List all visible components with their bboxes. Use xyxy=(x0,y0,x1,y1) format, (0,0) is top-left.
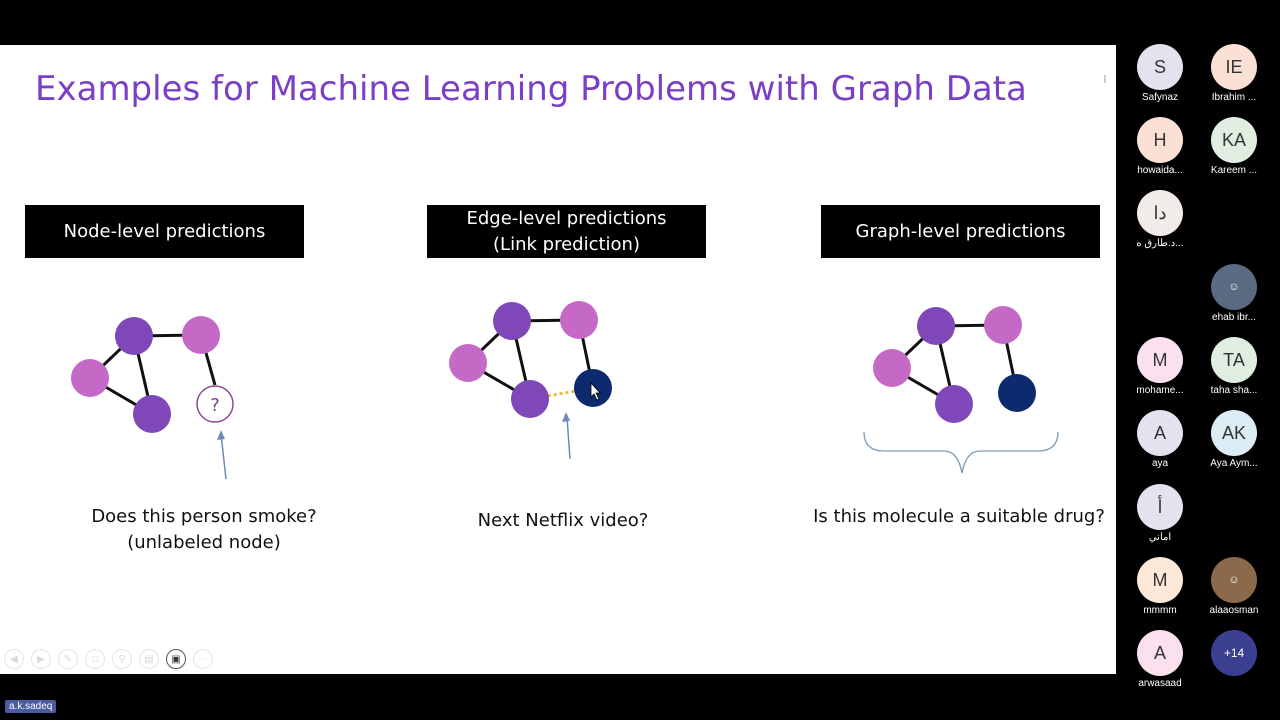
avatar: A xyxy=(1137,410,1183,456)
caption-line: (unlabeled node) xyxy=(54,530,354,556)
caption-line: Is this molecule a suitable drug? xyxy=(804,504,1114,530)
more-participants-button[interactable]: +14 xyxy=(1194,630,1274,676)
participant-tile[interactable]: ☺ alaaosman xyxy=(1194,557,1274,616)
participant-name: mmmm xyxy=(1120,605,1200,616)
pointer-arrow xyxy=(221,434,226,479)
copy-icon[interactable]: □ xyxy=(85,649,105,669)
graph-level-graph xyxy=(864,306,1058,473)
slide-scroll-indicator xyxy=(1104,75,1106,83)
curly-brace xyxy=(864,432,1058,473)
avatar: M xyxy=(1137,557,1183,603)
avatar: دا xyxy=(1137,190,1183,236)
avatar: AK xyxy=(1211,410,1257,456)
participant-name: د.طارق ه... xyxy=(1120,238,1200,249)
participant-name: howaida... xyxy=(1120,165,1200,176)
participant-name: alaaosman xyxy=(1194,605,1274,616)
speaker-name-badge: a.k.sadeq xyxy=(5,700,56,713)
graph-node xyxy=(493,302,531,340)
participant-tile[interactable]: دا د.طارق ه... xyxy=(1120,190,1200,249)
more-count: +14 xyxy=(1211,630,1257,676)
graph-node xyxy=(449,344,487,382)
avatar: S xyxy=(1137,44,1183,90)
participant-tile[interactable]: IE Ibrahim ... xyxy=(1194,44,1274,103)
graph-node xyxy=(182,316,220,354)
node-level-caption: Does this person smoke? (unlabeled node) xyxy=(54,504,354,556)
camera-icon[interactable]: ▣ xyxy=(166,649,186,669)
slide: Examples for Machine Learning Problems w… xyxy=(0,45,1116,674)
participant-tile[interactable]: A arwasaad xyxy=(1120,630,1200,689)
graph-node xyxy=(917,307,955,345)
participant-tile[interactable]: H howaida... xyxy=(1120,117,1200,176)
participant-tile[interactable]: KA Kareem ... xyxy=(1194,117,1274,176)
graph-level-caption: Is this molecule a suitable drug? xyxy=(804,504,1114,530)
graph-node xyxy=(560,301,598,339)
graph-node xyxy=(71,359,109,397)
avatar: M xyxy=(1137,337,1183,383)
edge-level-caption: Next Netflix video? xyxy=(413,508,713,534)
graph-node xyxy=(935,385,973,423)
participant-name: mohame... xyxy=(1120,385,1200,396)
graph-node xyxy=(115,317,153,355)
caption-line: Next Netflix video? xyxy=(413,508,713,534)
graph-node xyxy=(133,395,171,433)
graph-node xyxy=(984,306,1022,344)
edge-level-graph xyxy=(449,301,612,459)
pen-icon[interactable]: ✎ xyxy=(58,649,78,669)
caption-line: Does this person smoke? xyxy=(54,504,354,530)
participant-tile[interactable]: M mmmm xyxy=(1120,557,1200,616)
participant-name: Safynaz xyxy=(1120,92,1200,103)
avatar: A xyxy=(1137,630,1183,676)
participant-tile[interactable]: ☺ ehab ibr... xyxy=(1194,264,1274,323)
participant-name: Aya Aym... xyxy=(1194,458,1274,469)
avatar: IE xyxy=(1211,44,1257,90)
pointer-arrowhead xyxy=(562,412,570,422)
participant-name: taha sha... xyxy=(1194,385,1274,396)
participant-name: aya xyxy=(1120,458,1200,469)
avatar: KA xyxy=(1211,117,1257,163)
graph-node xyxy=(998,374,1036,412)
pointer-arrowhead xyxy=(217,430,225,440)
avatar-photo: ☺ xyxy=(1211,557,1257,603)
unknown-node-label: ? xyxy=(210,395,220,416)
avatar: أ xyxy=(1137,484,1183,530)
participant-name: ehab ibr... xyxy=(1194,312,1274,323)
participant-tile[interactable]: A aya xyxy=(1120,410,1200,469)
participant-name: Kareem ... xyxy=(1194,165,1274,176)
participant-name: أماني xyxy=(1120,532,1200,543)
avatar: H xyxy=(1137,117,1183,163)
avatar: TA xyxy=(1211,337,1257,383)
graph-node xyxy=(511,380,549,418)
participant-tile[interactable]: AK Aya Aym... xyxy=(1194,410,1274,469)
graph-illustrations: ? xyxy=(0,45,1116,674)
forward-icon[interactable]: ▶ xyxy=(31,649,51,669)
back-icon[interactable]: ◀ xyxy=(4,649,24,669)
slide-toolbar: ◀ ▶ ✎ □ ⚲ ▤ ▣ ⋯ xyxy=(4,649,213,669)
pointer-arrow xyxy=(567,417,570,459)
participant-tile[interactable]: أ أماني xyxy=(1120,484,1200,543)
avatar-photo: ☺ xyxy=(1211,264,1257,310)
node-level-graph: ? xyxy=(71,316,233,479)
participant-name: arwasaad xyxy=(1120,678,1200,689)
participant-panel: S Safynaz IE Ibrahim ... H howaida... KA… xyxy=(1116,0,1280,720)
graph-node xyxy=(873,349,911,387)
participant-tile[interactable]: M mohame... xyxy=(1120,337,1200,396)
subtitles-icon[interactable]: ▤ xyxy=(139,649,159,669)
zoom-icon[interactable]: ⚲ xyxy=(112,649,132,669)
participant-name: Ibrahim ... xyxy=(1194,92,1274,103)
more-icon[interactable]: ⋯ xyxy=(193,649,213,669)
participant-tile[interactable]: S Safynaz xyxy=(1120,44,1200,103)
participant-tile[interactable]: TA taha sha... xyxy=(1194,337,1274,396)
